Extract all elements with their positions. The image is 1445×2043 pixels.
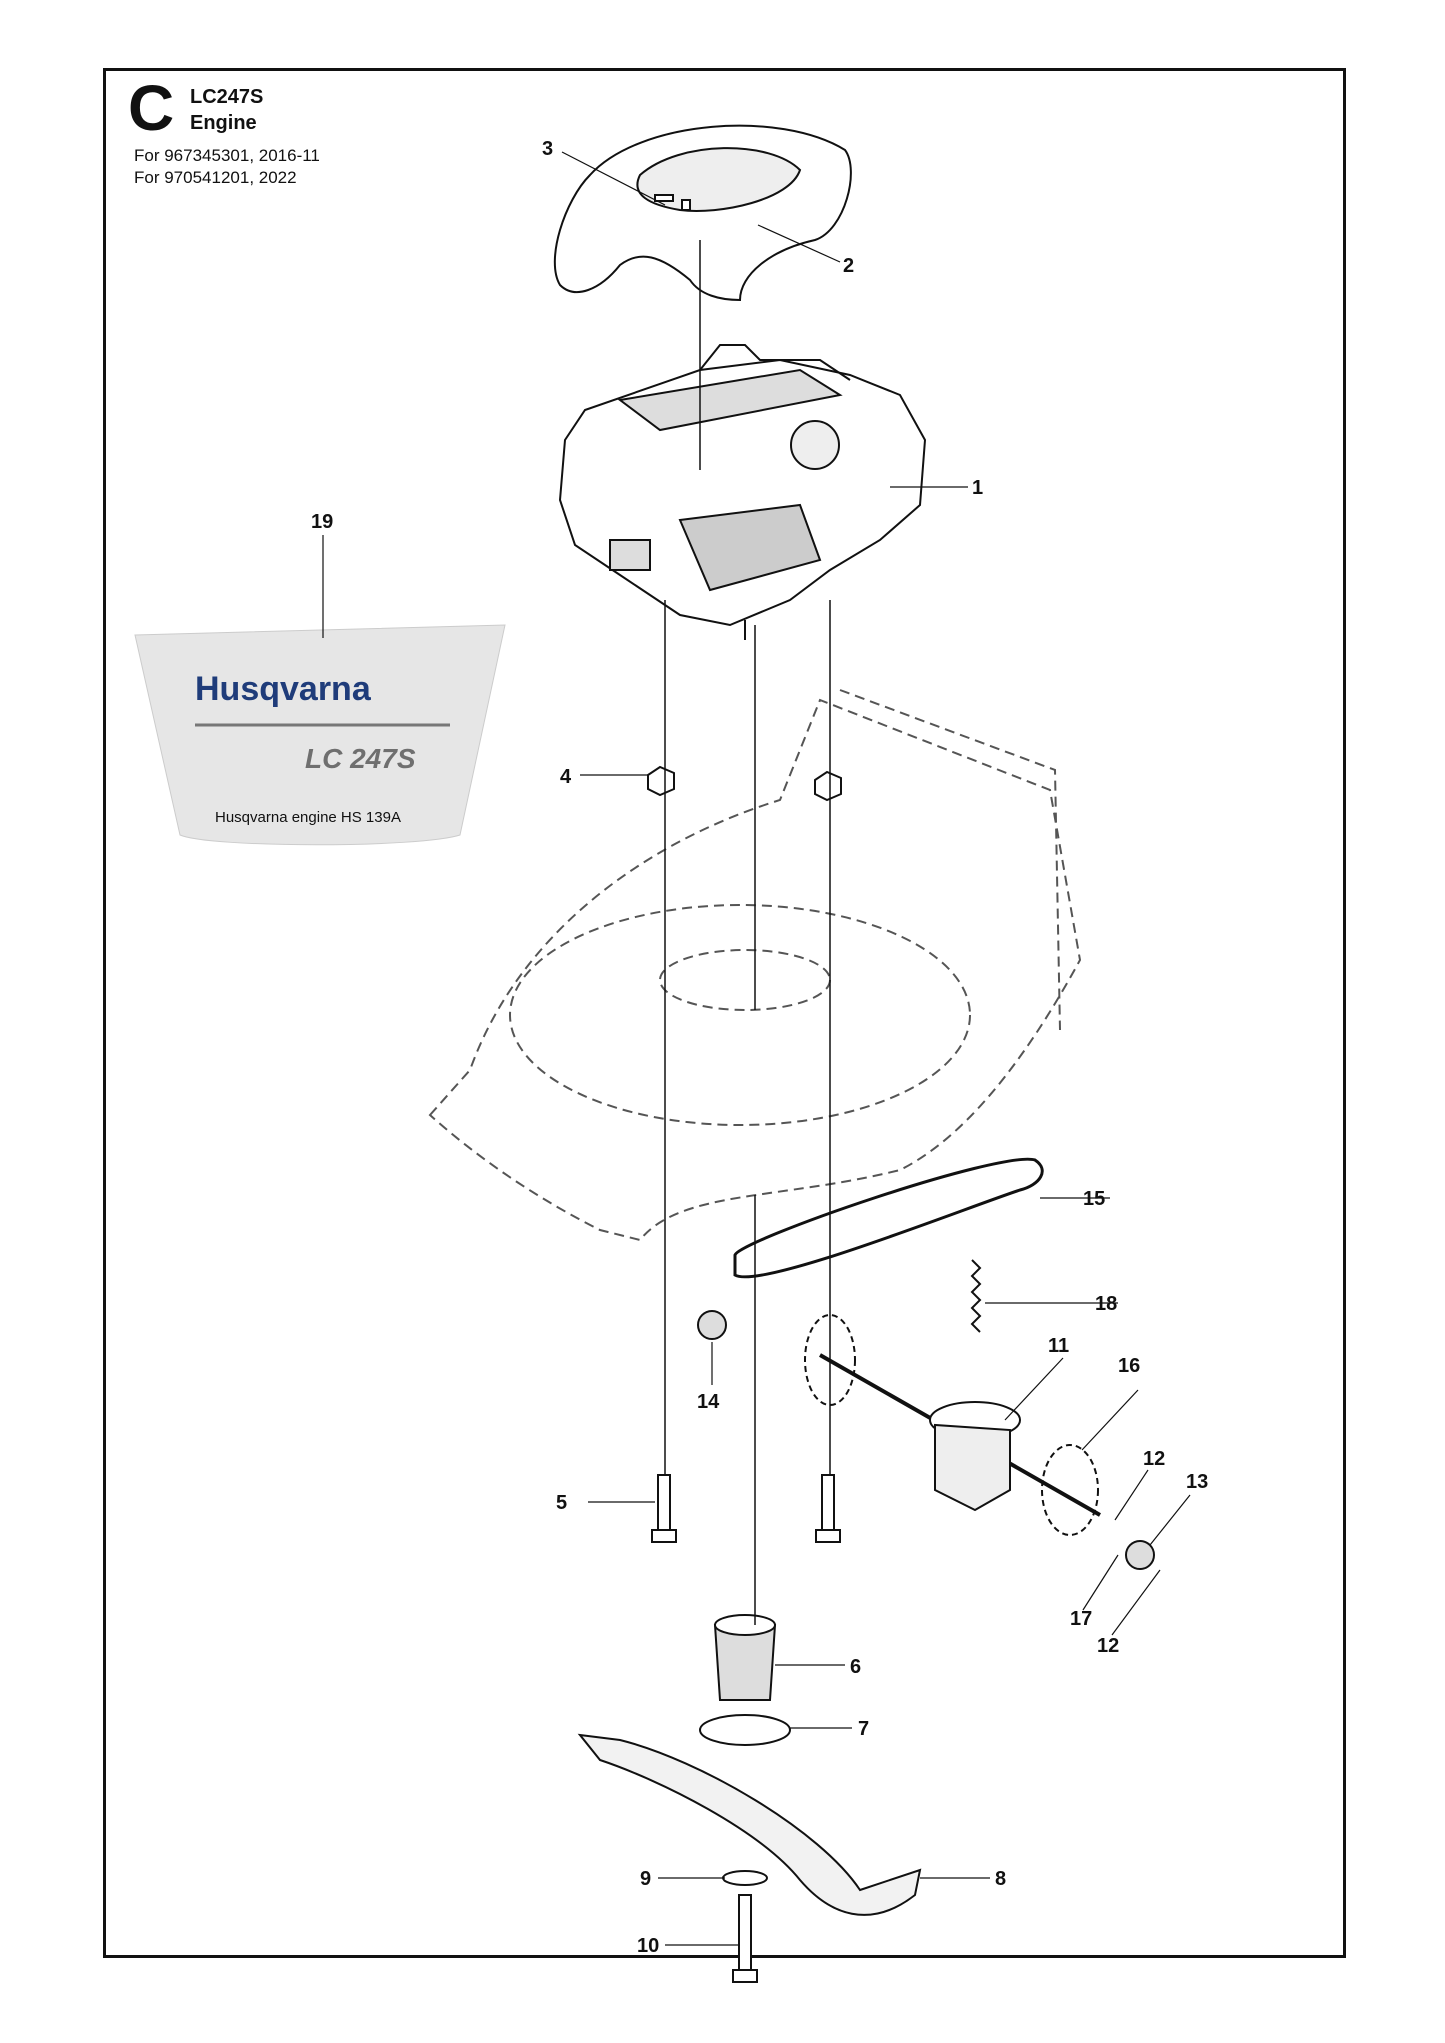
callout-9: 9	[640, 1868, 651, 1890]
alignment-lines	[664, 240, 831, 1625]
callout-2: 2	[843, 255, 854, 277]
callout-13: 13	[1186, 1471, 1208, 1493]
callout-15: 15	[1083, 1188, 1105, 1210]
section-letter: C	[128, 72, 175, 144]
decal-engine-text: Husqvarna engine HS 139A	[215, 809, 401, 826]
blade-assembly	[577, 1614, 922, 1983]
model-title: LC247S	[190, 86, 264, 108]
callout-leaders	[322, 151, 1191, 1946]
callout-12: 12	[1143, 1448, 1165, 1470]
decal-model-text: LC 247S	[305, 743, 416, 774]
callout-17: 17	[1070, 1608, 1092, 1630]
callout-10: 10	[637, 1935, 659, 1957]
decal-brand-text: Husqvarna	[195, 670, 372, 708]
callout-19: 19	[311, 511, 333, 533]
engine	[558, 344, 927, 640]
pinion-gear-right	[1125, 1540, 1155, 1570]
callout-6: 6	[850, 1656, 861, 1678]
applicability-line: For 967345301, 2016-11	[134, 146, 320, 165]
callout-8: 8	[995, 1868, 1006, 1890]
callout-18: 18	[1095, 1293, 1117, 1315]
engine-cover	[553, 124, 852, 302]
section-subtitle: Engine	[190, 112, 257, 134]
callout-12b: 12	[1097, 1635, 1119, 1657]
applicability-line: For 970541201, 2022	[134, 168, 297, 187]
drive-belt	[733, 1157, 1044, 1279]
callout-14: 14	[697, 1391, 720, 1413]
spring	[970, 1259, 982, 1333]
decal-husqvarna: Husqvarna LC 247S Husqvarna engine HS 13…	[134, 624, 506, 846]
callout-4: 4	[560, 766, 572, 788]
drawing-frame	[103, 68, 1346, 1958]
callout-3: 3	[542, 138, 553, 160]
callout-5: 5	[556, 1492, 567, 1514]
engine-bolts	[647, 765, 842, 1543]
transmission	[804, 1314, 1101, 1536]
pinion-gear-left	[697, 1310, 727, 1340]
callout-16: 16	[1118, 1355, 1140, 1377]
callout-labels: 3 2 1 19 4 5 6 7 8 9 10 11 16 12 13 17 1…	[311, 138, 1208, 1957]
callout-1: 1	[972, 477, 983, 499]
callout-11: 11	[1048, 1335, 1069, 1357]
callout-7: 7	[858, 1718, 869, 1740]
